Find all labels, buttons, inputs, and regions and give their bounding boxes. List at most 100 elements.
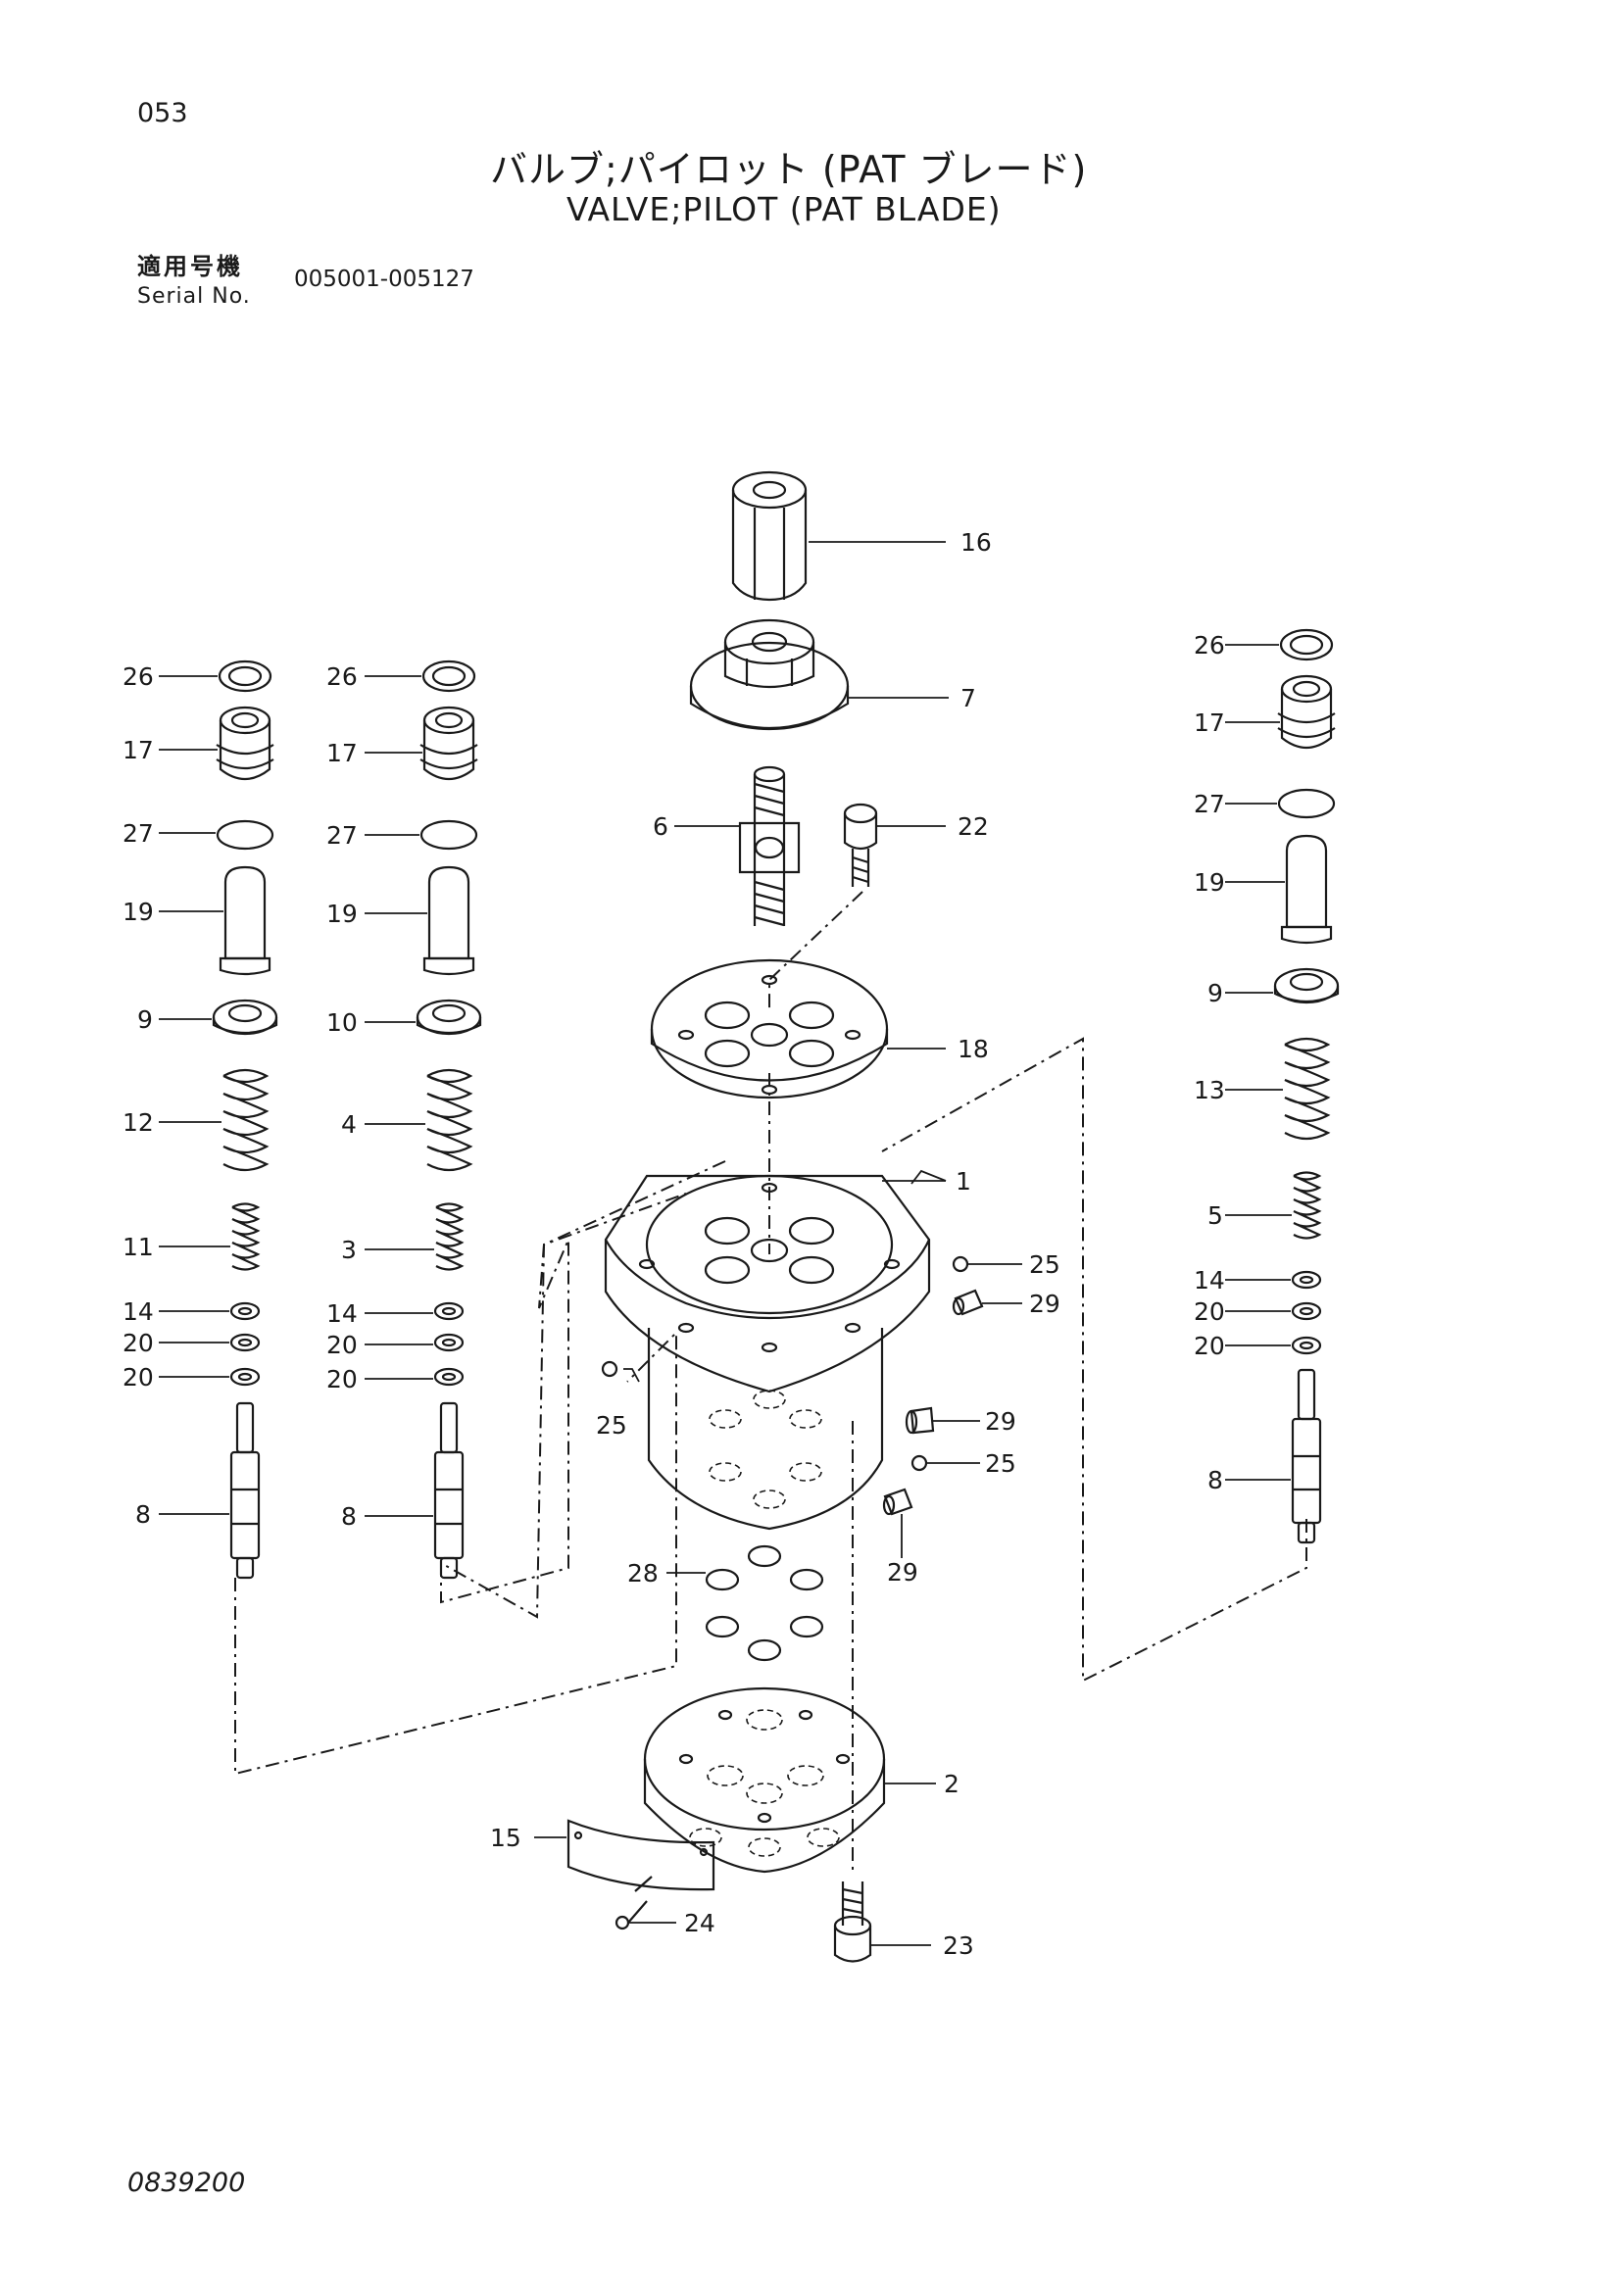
- part-17-plug: [1277, 674, 1336, 750]
- part-23-socket-bolt: [833, 1881, 872, 1963]
- callout-1: 1: [956, 1167, 971, 1196]
- callout-14-r: 14: [1194, 1266, 1225, 1295]
- dash-line-center-2: [768, 891, 863, 1009]
- part-20-shim-b: [229, 1367, 261, 1387]
- callout-26-l1: 26: [123, 662, 154, 691]
- callout-8-l2: 8: [341, 1502, 357, 1531]
- callout-8-l1: 8: [135, 1500, 151, 1529]
- callout-10-l2: 10: [326, 1008, 358, 1037]
- part-20-shim-b: [433, 1367, 465, 1387]
- part-27-o-ring: [216, 819, 274, 851]
- callout-22: 22: [958, 812, 989, 841]
- drawing-number: 0839200: [127, 2168, 246, 2198]
- part-11-spring: [231, 1202, 261, 1271]
- callout-29-c: 29: [887, 1558, 918, 1587]
- part-14-washer: [1291, 1270, 1322, 1290]
- left-stack-2: [416, 659, 482, 1580]
- serial-range: 005001-005127: [294, 267, 474, 292]
- callout-29-a: 29: [1029, 1290, 1060, 1318]
- callout-18: 18: [958, 1035, 989, 1063]
- callout-28: 28: [627, 1559, 659, 1588]
- dash-line-left-3: [440, 1160, 726, 1619]
- part-22-socket-bolt: [843, 803, 878, 887]
- callout-4-l2: 4: [341, 1110, 357, 1139]
- part-27-o-ring: [1277, 788, 1336, 819]
- dash-line-left-1: [234, 1330, 677, 1776]
- callout-25-c: 25: [985, 1449, 1016, 1478]
- title-english: VALVE;PILOT (PAT BLADE): [566, 190, 1002, 228]
- dash-line-right: [881, 1037, 1307, 1683]
- callout-3-l2: 3: [341, 1236, 357, 1264]
- part-9-spring-seat: [1273, 967, 1340, 1004]
- callout-14-l2: 14: [326, 1299, 358, 1328]
- part-4-spring: [426, 1068, 473, 1172]
- callout-6: 6: [653, 812, 668, 841]
- part-26-seal-ring: [218, 659, 272, 693]
- part-14-washer: [433, 1301, 465, 1321]
- part-9-spring-seat: [212, 999, 278, 1036]
- part-17-plug: [419, 706, 478, 781]
- right-stack: [1273, 628, 1340, 1544]
- plug-29-a: [952, 1289, 984, 1316]
- part-19-pusher: [1280, 834, 1333, 945]
- part-19-pusher: [219, 865, 271, 976]
- callout-12-l1: 12: [123, 1108, 154, 1137]
- callout-13-r: 13: [1194, 1076, 1225, 1104]
- part-18-plate: [650, 958, 889, 1099]
- callout-27-l2: 27: [326, 821, 358, 850]
- callout-20b-l2: 20: [326, 1365, 358, 1393]
- part-24-rivet: [615, 1876, 653, 1930]
- callout-14-l1: 14: [123, 1297, 154, 1326]
- part-29-plugs: [882, 1289, 984, 1516]
- callout-8-r: 8: [1207, 1466, 1223, 1494]
- part-1-body: [604, 1174, 931, 1531]
- callout-17-l1: 17: [123, 736, 154, 764]
- serial-label-english: Serial No.: [137, 284, 251, 309]
- callouts: 26 17 27 19 9 12 11 14 20 20 8 26 17 27 …: [123, 528, 1225, 1960]
- part-26-seal-ring: [421, 659, 476, 693]
- part-17-plug: [216, 706, 274, 781]
- callout-7: 7: [960, 684, 976, 712]
- part-19-pusher: [422, 865, 475, 976]
- part-27-o-ring: [419, 819, 478, 851]
- callout-2: 2: [944, 1770, 959, 1798]
- part-7-cover: [689, 618, 850, 731]
- callout-25-a: 25: [1029, 1250, 1060, 1279]
- serial-label-japanese: 適用号機: [137, 253, 243, 280]
- part-12-spring: [222, 1068, 270, 1172]
- callout-26-l2: 26: [326, 662, 358, 691]
- callout-27-l1: 27: [123, 819, 154, 848]
- callout-9-l1: 9: [137, 1005, 153, 1034]
- assembly-dash-lines: [234, 891, 1307, 1872]
- part-13-spring: [1284, 1037, 1331, 1141]
- callout-24: 24: [684, 1909, 715, 1937]
- callout-29-b: 29: [985, 1407, 1016, 1436]
- part-3-spring: [435, 1202, 465, 1271]
- callout-19-l2: 19: [326, 900, 358, 928]
- part-2-base-plate: [643, 1686, 886, 1874]
- part-5-spring: [1293, 1171, 1322, 1240]
- part-14-washer: [229, 1301, 261, 1321]
- callout-5-r: 5: [1207, 1201, 1223, 1230]
- callout-20a-l1: 20: [123, 1329, 154, 1357]
- part-20-shim-a: [433, 1333, 465, 1352]
- title-japanese: バルブ;パイロット (PAT ブレード): [490, 148, 1088, 191]
- callout-20a-r: 20: [1194, 1297, 1225, 1326]
- part-28-o-rings: [705, 1544, 824, 1662]
- callout-11-l1: 11: [123, 1233, 154, 1261]
- part-6-joint: [738, 765, 801, 927]
- part-8-spool: [229, 1401, 261, 1580]
- callout-25-b: 25: [596, 1411, 627, 1440]
- part-15-name-plate: [566, 1819, 715, 1891]
- callout-15: 15: [490, 1824, 521, 1852]
- part-26-seal-ring: [1279, 628, 1334, 661]
- callout-27-r: 27: [1194, 790, 1225, 818]
- callout-17-r: 17: [1194, 708, 1225, 737]
- callout-9-r: 9: [1207, 979, 1223, 1007]
- part-20-shim-a: [1291, 1301, 1322, 1321]
- part-8-spool: [1291, 1368, 1322, 1544]
- callout-16: 16: [960, 528, 992, 557]
- callout-19-l1: 19: [123, 898, 154, 926]
- part-20-shim-a: [229, 1333, 261, 1352]
